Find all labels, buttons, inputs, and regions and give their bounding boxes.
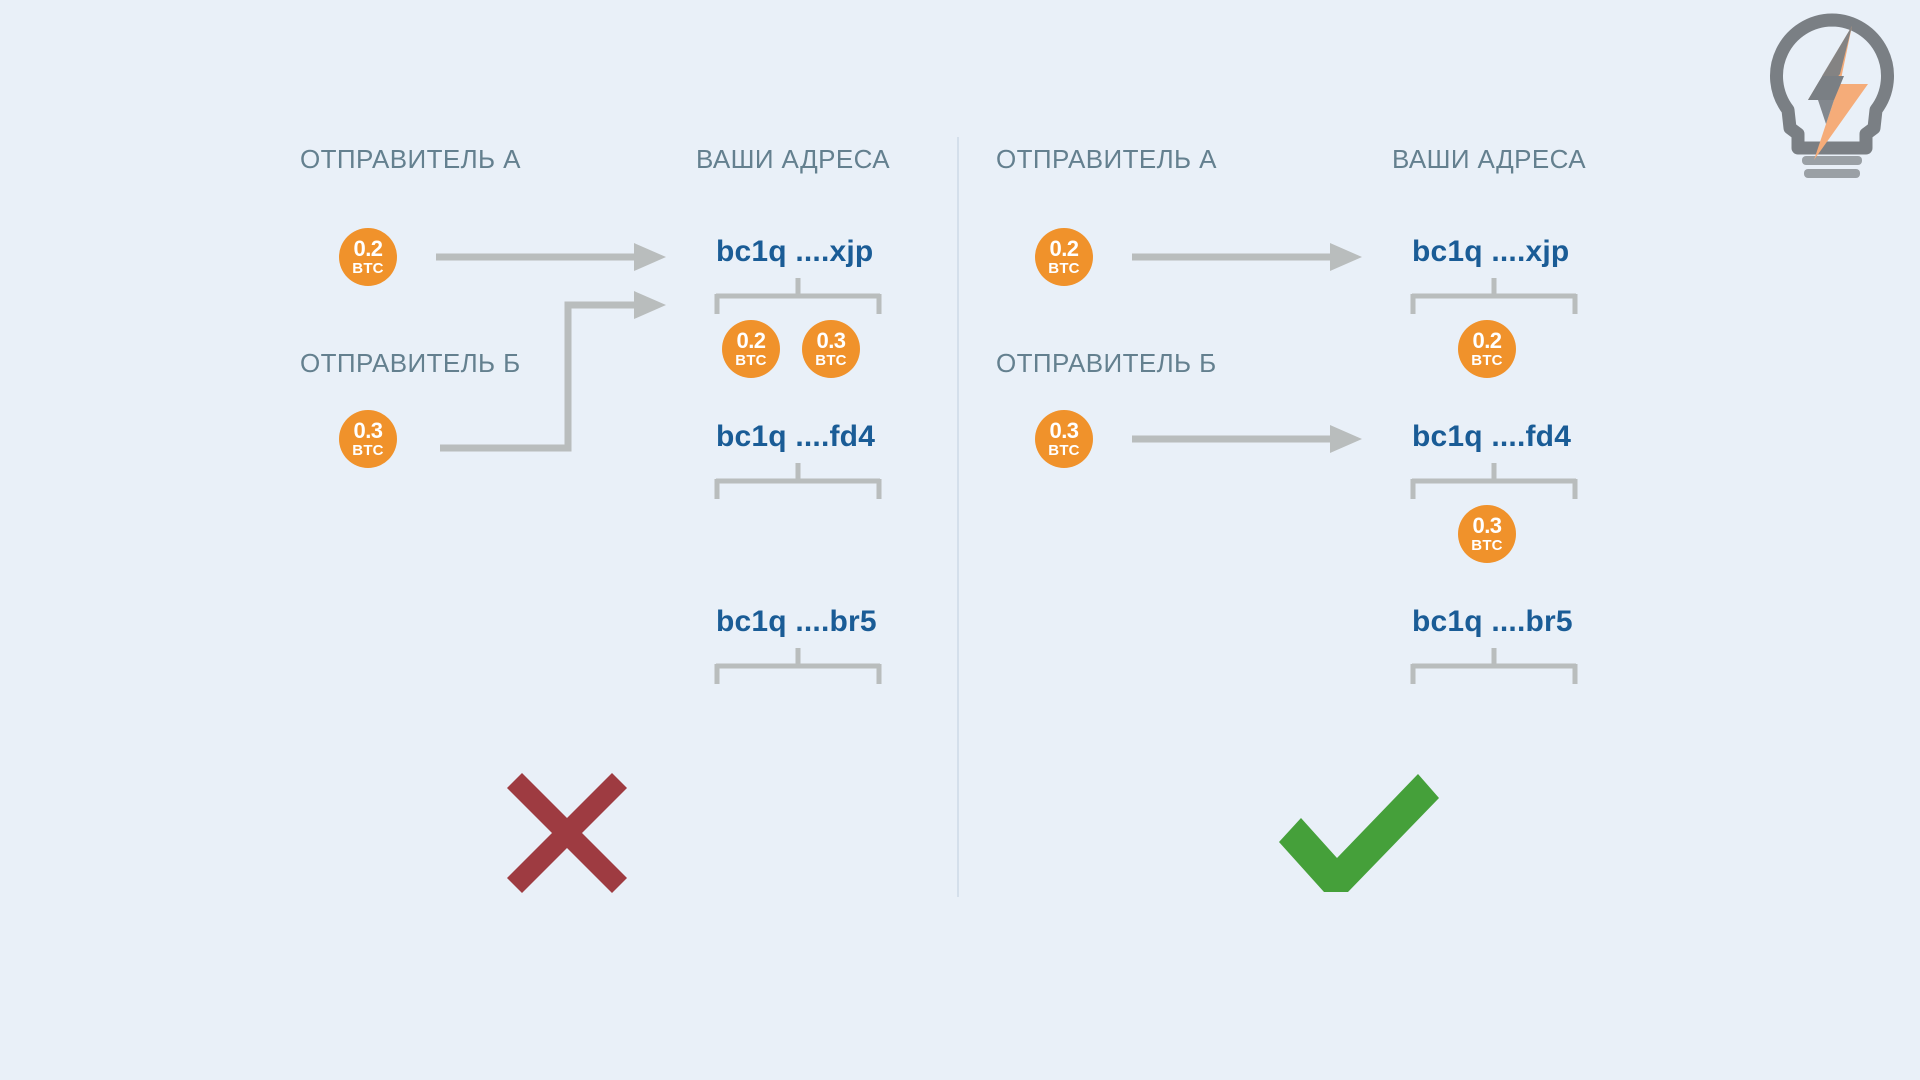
coin-amount: 0.3 bbox=[353, 418, 383, 443]
coin-currency: BTC bbox=[1048, 442, 1080, 459]
address-br5: bc1q ....br5 bbox=[716, 605, 877, 638]
address-xjp: bc1q ....xjp bbox=[716, 235, 874, 268]
header-senders: ОТПРАВИТЕЛЬ А bbox=[300, 144, 521, 174]
panel-divider bbox=[957, 137, 959, 897]
coin-amount: 0.2 bbox=[1049, 236, 1079, 261]
panel-incorrect: ОТПРАВИТЕЛЬ А ВАШИ АДРЕСА 0.2 BTC ОТПРАВ… bbox=[0, 0, 920, 1080]
coin-amount: 0.2 bbox=[1472, 328, 1502, 353]
coin-amount: 0.3 bbox=[1049, 418, 1079, 443]
arrow-sender-a-to-xjp bbox=[436, 232, 666, 287]
verdict-check-icon bbox=[1276, 770, 1441, 900]
address-xjp-coin-1: 0.2 BTC bbox=[1458, 320, 1516, 378]
panel-correct: ОТПРАВИТЕЛЬ А ВАШИ АДРЕСА 0.2 BTC ОТПРАВ… bbox=[696, 0, 1616, 1080]
header-senders: ОТПРАВИТЕЛЬ А bbox=[996, 144, 1217, 174]
bracket-br5 bbox=[713, 648, 883, 689]
lightbulb-lightning-logo bbox=[1756, 8, 1908, 188]
address-xjp: bc1q ....xjp bbox=[1412, 235, 1570, 268]
sender-b-coin: 0.3 BTC bbox=[1035, 410, 1093, 468]
coin-currency: BTC bbox=[352, 260, 384, 277]
sender-a-coin: 0.2 BTC bbox=[1035, 228, 1093, 286]
sender-a-coin: 0.2 BTC bbox=[339, 228, 397, 286]
address-xjp-coin-2: 0.3 BTC bbox=[802, 320, 860, 378]
coin-amount: 0.3 bbox=[1472, 513, 1502, 538]
coin-currency: BTC bbox=[1471, 537, 1503, 554]
arrow-sender-b-to-fd4 bbox=[1132, 414, 1362, 469]
verdict-cross-icon bbox=[500, 765, 635, 905]
header-addresses: ВАШИ АДРЕСА bbox=[696, 144, 891, 174]
coin-currency: BTC bbox=[815, 352, 847, 369]
address-xjp-coin-1: 0.2 BTC bbox=[722, 320, 780, 378]
sender-b-label: ОТПРАВИТЕЛЬ Б bbox=[996, 348, 1217, 378]
coin-amount: 0.3 bbox=[816, 328, 846, 353]
bracket-xjp bbox=[713, 278, 883, 319]
coin-currency: BTC bbox=[352, 442, 384, 459]
bracket-fd4 bbox=[713, 463, 883, 504]
address-br5: bc1q ....br5 bbox=[1412, 605, 1573, 638]
header-addresses: ВАШИ АДРЕСА bbox=[1392, 144, 1587, 174]
coin-amount: 0.2 bbox=[736, 328, 766, 353]
coin-currency: BTC bbox=[735, 352, 767, 369]
address-fd4: bc1q ....fd4 bbox=[716, 420, 876, 453]
arrow-sender-a-to-xjp bbox=[1132, 232, 1362, 287]
coin-currency: BTC bbox=[1471, 352, 1503, 369]
bracket-fd4 bbox=[1409, 463, 1579, 504]
sender-b-label: ОТПРАВИТЕЛЬ Б bbox=[300, 348, 521, 378]
bracket-br5 bbox=[1409, 648, 1579, 689]
coin-amount: 0.2 bbox=[353, 236, 383, 261]
bracket-xjp bbox=[1409, 278, 1579, 319]
sender-b-coin: 0.3 BTC bbox=[339, 410, 397, 468]
address-fd4: bc1q ....fd4 bbox=[1412, 420, 1572, 453]
coin-currency: BTC bbox=[1048, 260, 1080, 277]
address-fd4-coin-1: 0.3 BTC bbox=[1458, 505, 1516, 563]
arrow-sender-b-to-xjp bbox=[436, 280, 666, 460]
